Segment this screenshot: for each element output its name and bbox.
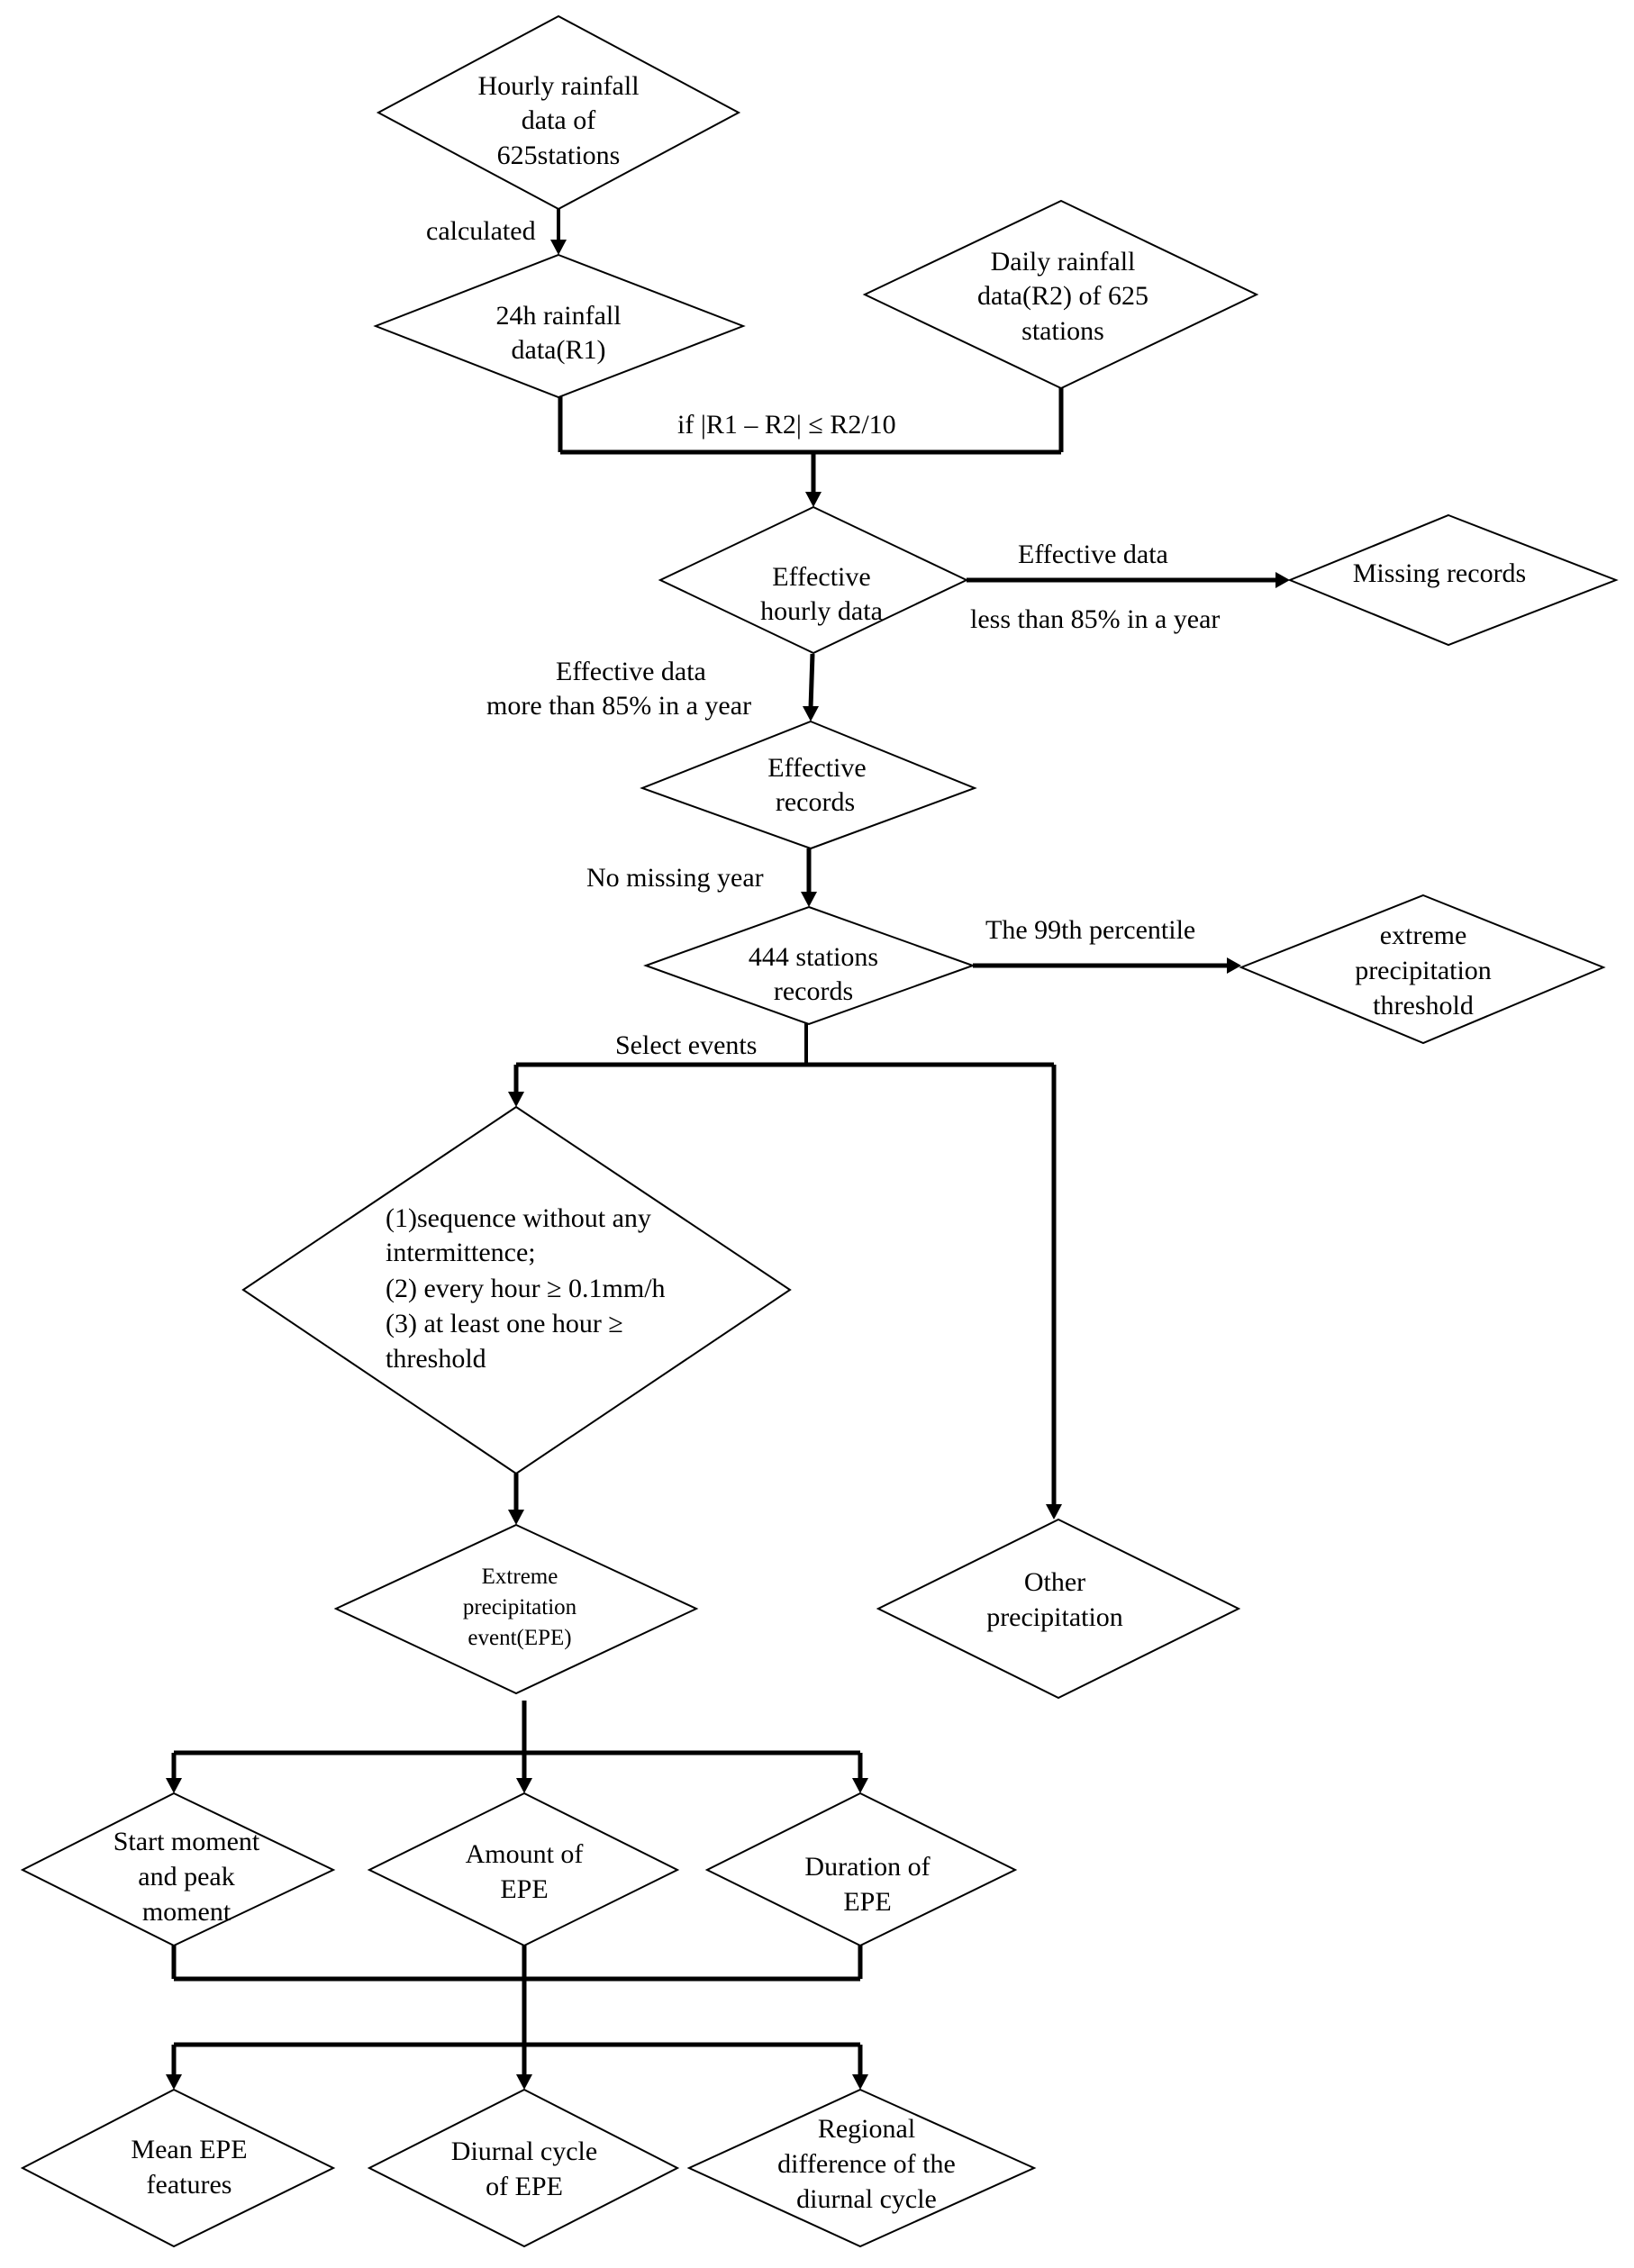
node-criteria-line-2: intermittence; xyxy=(386,1238,536,1267)
node-hourly-data-line-1: Hourly rainfall xyxy=(477,71,639,101)
node-regional-difference: Regional difference of the diurnal cycle xyxy=(686,2088,1037,2248)
label-less-than-85: less than 85% in a year xyxy=(970,604,1220,634)
edge-labels: calculated if |R1 – R2| ≤ R2/10 Effectiv… xyxy=(426,216,1220,1060)
arrow-to-mean-features xyxy=(166,2074,182,2090)
node-24h-line-1: 24h rainfall xyxy=(495,301,621,331)
node-duration-line-1: Duration of xyxy=(804,1852,930,1882)
node-threshold-line-3: threshold xyxy=(1373,991,1474,1021)
arrow-to-missing-records xyxy=(1275,572,1290,588)
node-mean-line-2: features xyxy=(147,2170,232,2200)
node-daily-line-2: data(R2) of 625 xyxy=(977,281,1148,311)
arrow-to-start-peak xyxy=(166,1778,182,1793)
node-other-precipitation: Other precipitation xyxy=(876,1518,1241,1700)
node-missing-records-line-1: Missing records xyxy=(1353,558,1526,588)
node-duration-of-epe: Duration of EPE xyxy=(704,1792,1018,1947)
node-start-peak-moment: Start moment and peak moment xyxy=(20,1792,336,1947)
node-criteria-line-4: (3) at least one hour ≥ xyxy=(386,1309,623,1338)
node-epe-line-3: event(EPE) xyxy=(468,1626,571,1650)
label-calculated: calculated xyxy=(426,216,536,246)
arrow-to-24h xyxy=(550,240,567,255)
node-hourly-data: Hourly rainfall data of 625stations xyxy=(376,14,741,211)
node-regional-line-3: diurnal cycle xyxy=(796,2184,937,2214)
node-criteria-line-1: (1)sequence without any xyxy=(386,1203,651,1233)
node-other-line-2: precipitation xyxy=(986,1602,1123,1632)
node-start-peak-line-2: and peak xyxy=(138,1862,234,1892)
node-444-line-2: records xyxy=(774,976,853,1006)
node-regional-line-1: Regional xyxy=(818,2114,915,2144)
label-no-missing-year: No missing year xyxy=(586,863,764,893)
node-extreme-precipitation-event: Extreme precipitation event(EPE) xyxy=(333,1523,699,1695)
node-epe-line-2: precipitation xyxy=(463,1595,577,1619)
node-effective-records: Effective records xyxy=(640,720,977,850)
arrow-to-epe xyxy=(508,1510,524,1525)
connectors xyxy=(166,194,1290,2090)
node-444-stations: 444 stations records xyxy=(643,905,976,1026)
node-start-peak-line-3: moment xyxy=(142,1897,231,1927)
arrow-to-criteria xyxy=(508,1092,524,1107)
label-select-events: Select events xyxy=(615,1030,757,1060)
node-start-peak-line-1: Start moment xyxy=(113,1827,260,1856)
arrow-to-diurnal-cycle xyxy=(516,2074,532,2090)
node-missing-records: Missing records xyxy=(1287,513,1619,647)
node-effective-records-line-2: records xyxy=(776,787,855,817)
node-duration-line-2: EPE xyxy=(843,1887,891,1917)
arrow-to-other-precipitation xyxy=(1046,1504,1062,1520)
node-extreme-threshold: extreme precipitation threshold xyxy=(1239,894,1606,1045)
node-444-line-1: 444 stations xyxy=(749,942,878,972)
node-regional-line-2: difference of the xyxy=(777,2149,956,2179)
node-mean-epe-features: Mean EPE features xyxy=(20,2088,336,2248)
arrow-to-effective-records xyxy=(803,706,819,721)
connector-to-effective-records xyxy=(808,653,815,709)
node-24h-line-2: data(R1) xyxy=(512,335,606,365)
node-event-criteria: (1)sequence without any intermittence; (… xyxy=(241,1105,792,1475)
node-hourly-data-line-2: data of xyxy=(522,105,595,135)
node-other-line-1: Other xyxy=(1024,1567,1085,1597)
arrow-to-regional-difference xyxy=(852,2074,868,2090)
arrow-to-effective-hourly xyxy=(805,492,822,507)
node-amount-line-2: EPE xyxy=(500,1874,548,1904)
arrow-to-threshold xyxy=(1227,957,1241,974)
node-24h-rainfall: 24h rainfall data(R1) xyxy=(373,253,746,399)
node-daily-rainfall: Daily rainfall data(R2) of 625 stations xyxy=(862,199,1259,390)
node-epe-line-1: Extreme xyxy=(482,1565,558,1589)
label-more-than-line-2: more than 85% in a year xyxy=(486,691,751,721)
node-effective-records-line-1: Effective xyxy=(767,753,866,783)
node-mean-line-1: Mean EPE xyxy=(131,2135,247,2164)
node-threshold-line-2: precipitation xyxy=(1355,956,1492,985)
node-diurnal-line-1: Diurnal cycle xyxy=(451,2136,597,2166)
node-daily-line-3: stations xyxy=(1021,316,1104,346)
node-hourly-data-line-3: 625stations xyxy=(497,141,621,170)
node-diurnal-cycle: Diurnal cycle of EPE xyxy=(367,2088,680,2248)
node-amount-line-1: Amount of xyxy=(466,1839,584,1869)
label-condition: if |R1 – R2| ≤ R2/10 xyxy=(677,410,896,440)
arrow-to-444-stations xyxy=(801,892,817,907)
label-99th-percentile: The 99th percentile xyxy=(985,915,1195,945)
arrow-to-amount xyxy=(516,1778,532,1793)
node-effective-hourly-line-1: Effective xyxy=(772,562,870,592)
node-effective-hourly-data: Effective hourly data xyxy=(658,505,969,655)
node-criteria-line-3: (2) every hour ≥ 0.1mm/h xyxy=(386,1274,666,1303)
label-more-than-line-1: Effective data xyxy=(556,657,706,686)
arrow-to-duration xyxy=(852,1778,868,1793)
node-threshold-line-1: extreme xyxy=(1380,921,1467,950)
node-daily-line-1: Daily rainfall xyxy=(991,247,1136,277)
label-effective-data: Effective data xyxy=(1018,540,1168,569)
node-amount-of-epe: Amount of EPE xyxy=(367,1792,680,1947)
node-diurnal-line-2: of EPE xyxy=(486,2172,563,2201)
node-criteria-line-5: threshold xyxy=(386,1344,486,1374)
node-effective-hourly-line-2: hourly data xyxy=(760,596,883,626)
